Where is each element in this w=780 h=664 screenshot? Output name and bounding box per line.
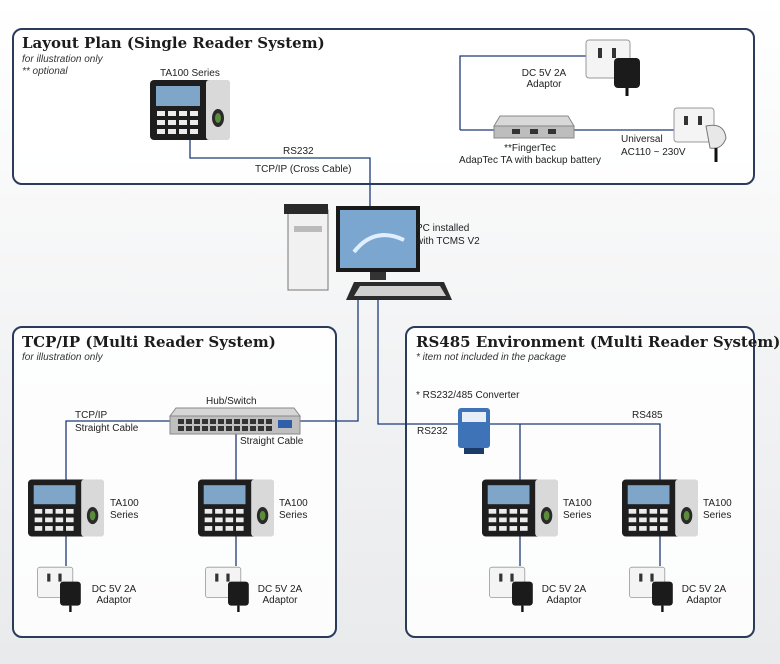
- adaptor-top-l1: DC 5V 2A: [521, 68, 567, 79]
- tcpip-adaptor2-l1: DC 5V 2A: [257, 584, 303, 595]
- single-reader-panel: [12, 28, 755, 185]
- rs485-bus-label: RS485: [632, 410, 663, 421]
- tcpip-adaptor1-l1: DC 5V 2A: [91, 584, 137, 595]
- converter-label: * RS232/485 Converter: [416, 390, 520, 401]
- universal-socket-icon: [673, 107, 727, 162]
- power-adaptor-icon: [205, 566, 249, 612]
- universal-l1: Universal: [621, 134, 663, 145]
- tcpip-cable-l2: Straight Cable: [75, 423, 139, 434]
- power-adaptor-icon: [37, 566, 81, 612]
- adaptec-ta-icon: [493, 115, 575, 139]
- adaptec-l1: **FingerTec: [504, 143, 556, 154]
- tcpip-reader1-l2: Series: [110, 510, 139, 521]
- pc-icon: [284, 204, 452, 300]
- single-title: Layout Plan (Single Reader System): [22, 34, 325, 52]
- adaptec-l2: AdapTec TA with backup battery: [459, 155, 601, 166]
- rs485-reader1-l1: TA100: [563, 498, 592, 509]
- tcpip-note: for illustration only: [22, 352, 103, 363]
- power-adaptor-icon: [585, 39, 640, 96]
- single-note-optional: ** optional: [22, 66, 68, 77]
- ta100-reader-rs485-2: [622, 479, 698, 537]
- adaptor-top-l2: Adaptor: [526, 79, 562, 90]
- hub-to-reader1-cable: [65, 420, 172, 480]
- power-adaptor-icon: [629, 566, 673, 612]
- tcpip-cross-label: TCP/IP (Cross Cable): [255, 164, 352, 175]
- rs485-adaptor2-l2: Adaptor: [686, 595, 722, 606]
- tcpip-reader1-l1: TA100: [110, 498, 139, 509]
- rs485-note: * item not included in the package: [416, 352, 567, 363]
- ta100-reader-single: [150, 80, 230, 140]
- power-adaptor-icon: [489, 566, 533, 612]
- adaptor-cable: [459, 55, 588, 130]
- hub-label: Hub/Switch: [206, 396, 257, 407]
- universal-l2: AC110 ~ 230V: [621, 147, 686, 158]
- ta100-reader-rs485-1: [482, 479, 558, 537]
- rs485-reader1-l2: Series: [563, 510, 592, 521]
- pc-to-converter-cable: [377, 300, 458, 425]
- rs232-485-converter-icon: [458, 408, 490, 454]
- single-note-illustration: for illustration only: [22, 54, 103, 65]
- tcpip-title: TCP/IP (Multi Reader System): [22, 333, 276, 351]
- single-reader-label: TA100 Series: [160, 68, 220, 79]
- ta100-reader-tcpip-2: [198, 479, 274, 537]
- rs485-reader2-l2: Series: [703, 510, 732, 521]
- converter-rs485-bus: [490, 423, 661, 480]
- tcpip-cable-l1: TCP/IP: [75, 410, 108, 421]
- rs485-adaptor1-l2: Adaptor: [546, 595, 582, 606]
- tcpip-reader2-l1: TA100: [279, 498, 308, 509]
- tcpip-reader2-l2: Series: [279, 510, 308, 521]
- pc-to-hub-cable: [298, 300, 359, 422]
- hub-switch-icon: [169, 407, 301, 435]
- rs232-cable: [189, 140, 371, 212]
- rs485-adaptor2-l1: DC 5V 2A: [681, 584, 727, 595]
- pc-label-l1: PC installed: [416, 223, 470, 234]
- rs232-label: RS232: [283, 146, 314, 157]
- tcpip-adaptor2-l2: Adaptor: [262, 595, 298, 606]
- rs485-adaptor1-l1: DC 5V 2A: [541, 584, 587, 595]
- rs232-converter-label: RS232: [417, 426, 448, 437]
- rs485-reader2-l1: TA100: [703, 498, 732, 509]
- tcpip-adaptor1-l2: Adaptor: [96, 595, 132, 606]
- rs485-title: RS485 Environment (Multi Reader System): [416, 333, 780, 351]
- pc-label-l2: with TCMS V2: [416, 236, 480, 247]
- ta100-reader-tcpip-1: [28, 479, 104, 537]
- straight-cable-label: Straight Cable: [240, 436, 304, 447]
